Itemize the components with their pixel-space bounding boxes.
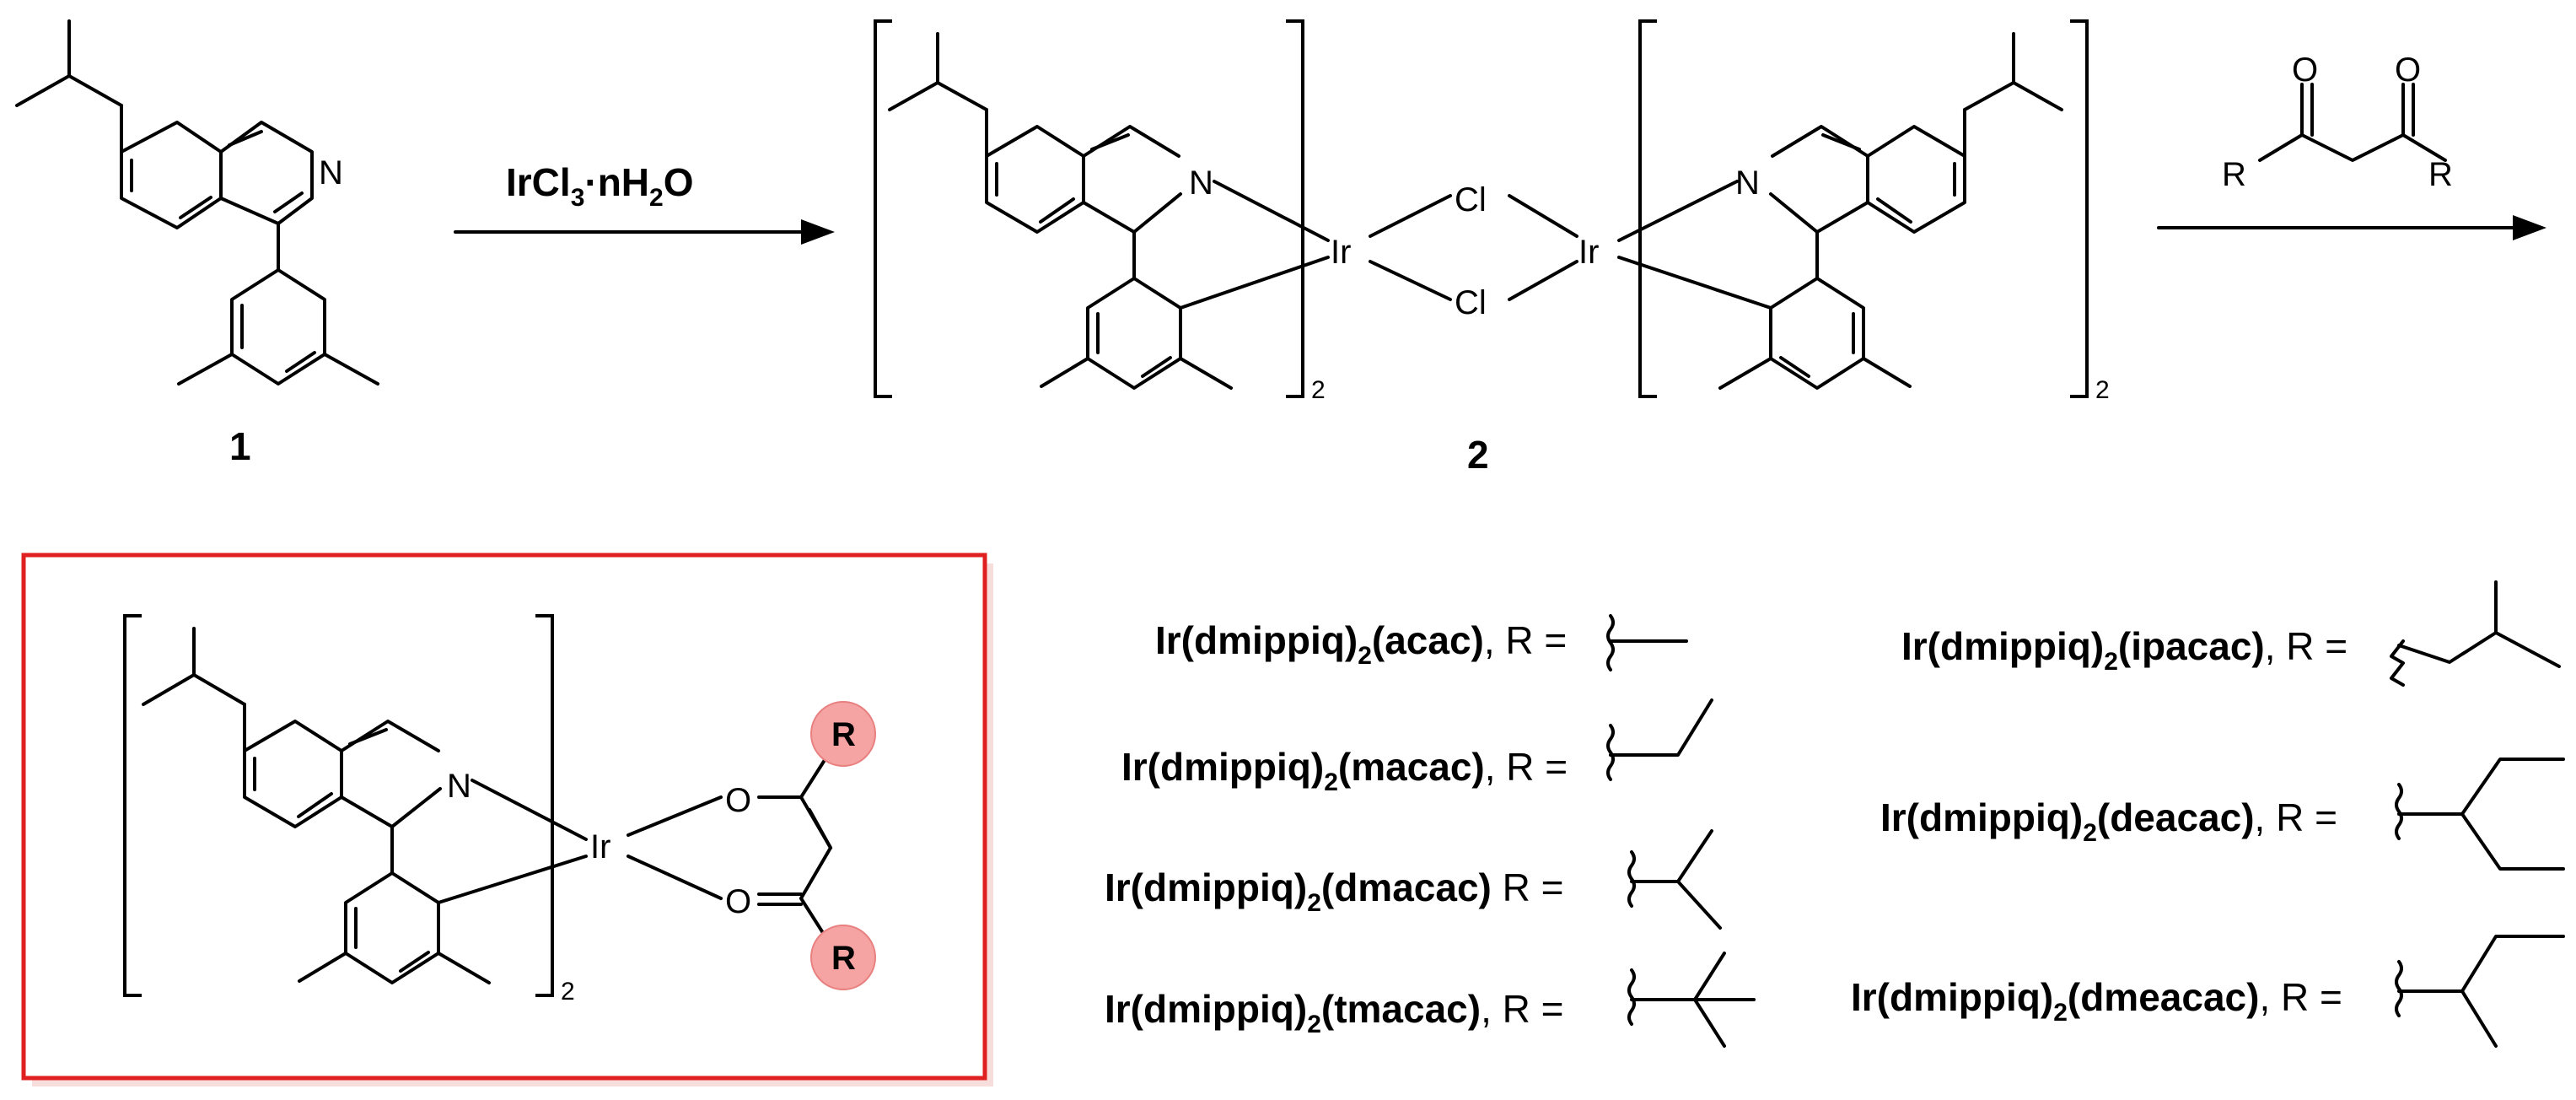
atom-ir-2b: Ir bbox=[1578, 234, 1599, 271]
subscript-2b: 2 bbox=[2095, 376, 2110, 404]
r-group-circle-top bbox=[810, 701, 876, 767]
product-highlight-box bbox=[21, 553, 987, 1081]
ligand-label-dmeacac: Ir(dmippiq)2(dmeacac), R = bbox=[1851, 975, 2342, 1027]
r-group-tert-butyl bbox=[1627, 952, 1756, 1048]
diketone-reagent bbox=[2258, 83, 2447, 162]
atom-o-product-top: O bbox=[725, 782, 751, 819]
compound-2-structure bbox=[874, 19, 2089, 398]
arrow-head-1 bbox=[801, 219, 835, 245]
subscript-2-product: 2 bbox=[561, 978, 575, 1006]
atom-o-top-1: O bbox=[2292, 51, 2318, 89]
atom-cl-top: Cl bbox=[1455, 181, 1487, 218]
atom-r-top-2: R bbox=[2428, 156, 2453, 193]
r-group-isobutyl bbox=[2390, 580, 2561, 687]
r-group-isopropyl bbox=[1627, 829, 1722, 930]
compound-1-label: 1 bbox=[229, 424, 251, 468]
ligand-label-ipacac: Ir(dmippiq)2(ipacac), R = bbox=[1901, 624, 2347, 676]
atom-ir-2a: Ir bbox=[1331, 234, 1351, 271]
atom-cl-bottom: Cl bbox=[1455, 284, 1487, 321]
reagent-ircl3: IrCl3·nH2O bbox=[506, 160, 693, 212]
ligand-label-dmacac: Ir(dmippiq)2(dmacac) R = bbox=[1105, 865, 1564, 917]
r-group-ethyl bbox=[1606, 698, 1713, 781]
compound-1-structure bbox=[15, 19, 379, 386]
atom-n-product: N bbox=[447, 768, 471, 805]
r-group-circle-bottom bbox=[810, 925, 876, 990]
atom-n-1: N bbox=[319, 154, 343, 191]
ligand-label-tmacac: Ir(dmippiq)2(tmacac), R = bbox=[1105, 987, 1564, 1038]
atom-n-2b: N bbox=[1735, 164, 1760, 202]
ligand-label-macac: Ir(dmippiq)2(macac), R = bbox=[1121, 745, 1568, 796]
atom-r-top-1: R bbox=[2222, 156, 2246, 193]
r-group-butan-2-yl bbox=[2395, 935, 2565, 1048]
atom-o-product-bottom: O bbox=[725, 883, 751, 920]
atom-o-top-2: O bbox=[2395, 51, 2421, 89]
arrow-head-2 bbox=[2513, 215, 2546, 240]
atom-n-2a: N bbox=[1189, 164, 1213, 202]
r-group-pentan-3-yl bbox=[2395, 758, 2565, 871]
r-group-methyl bbox=[1606, 614, 1688, 671]
atom-r-product-top: R bbox=[831, 716, 856, 753]
atom-r-product-bottom: R bbox=[831, 940, 856, 977]
ligand-label-acac: Ir(dmippiq)2(acac), R = bbox=[1155, 618, 1567, 670]
subscript-2a: 2 bbox=[1311, 376, 1326, 404]
atom-ir-product: Ir bbox=[590, 828, 610, 865]
compound-2-label: 2 bbox=[1467, 433, 1489, 477]
ligand-label-deacac: Ir(dmippiq)2(deacac), R = bbox=[1880, 795, 2337, 847]
